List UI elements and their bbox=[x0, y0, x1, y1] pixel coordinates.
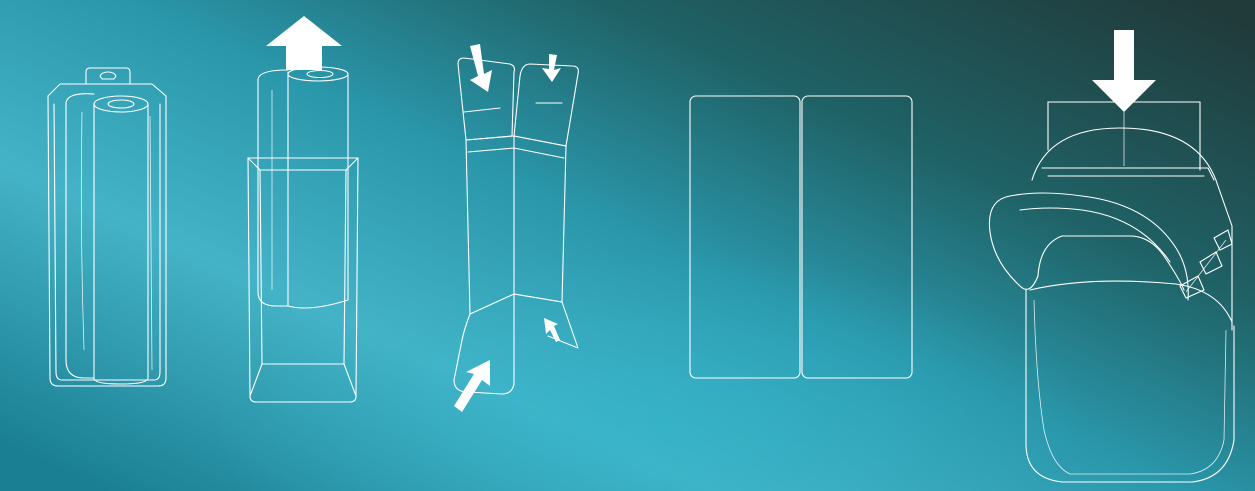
arrow-up-icon bbox=[266, 16, 342, 70]
roll-lifted bbox=[257, 66, 349, 309]
step-3-unfold-box bbox=[440, 0, 590, 491]
arrow-down-icon bbox=[1092, 30, 1156, 112]
step-2-remove-roll bbox=[240, 0, 370, 491]
open-sleeve bbox=[247, 157, 359, 403]
box-body bbox=[465, 135, 567, 315]
flat-panel bbox=[689, 95, 913, 379]
arrow-up-icon bbox=[544, 318, 560, 342]
package-outline bbox=[47, 67, 167, 387]
flat-box-inserted bbox=[1047, 101, 1201, 171]
top-flaps bbox=[457, 57, 579, 147]
bag-outline bbox=[988, 127, 1235, 483]
arrow-down-icon bbox=[542, 54, 561, 82]
arrow-up-icon bbox=[454, 360, 490, 412]
arrow-down-icon bbox=[470, 44, 492, 92]
bottom-flaps bbox=[453, 293, 579, 395]
step-5-insert-into-bag bbox=[980, 0, 1240, 491]
step-1-packaged-roll bbox=[40, 0, 180, 491]
step-4-flattened-box bbox=[680, 0, 920, 491]
